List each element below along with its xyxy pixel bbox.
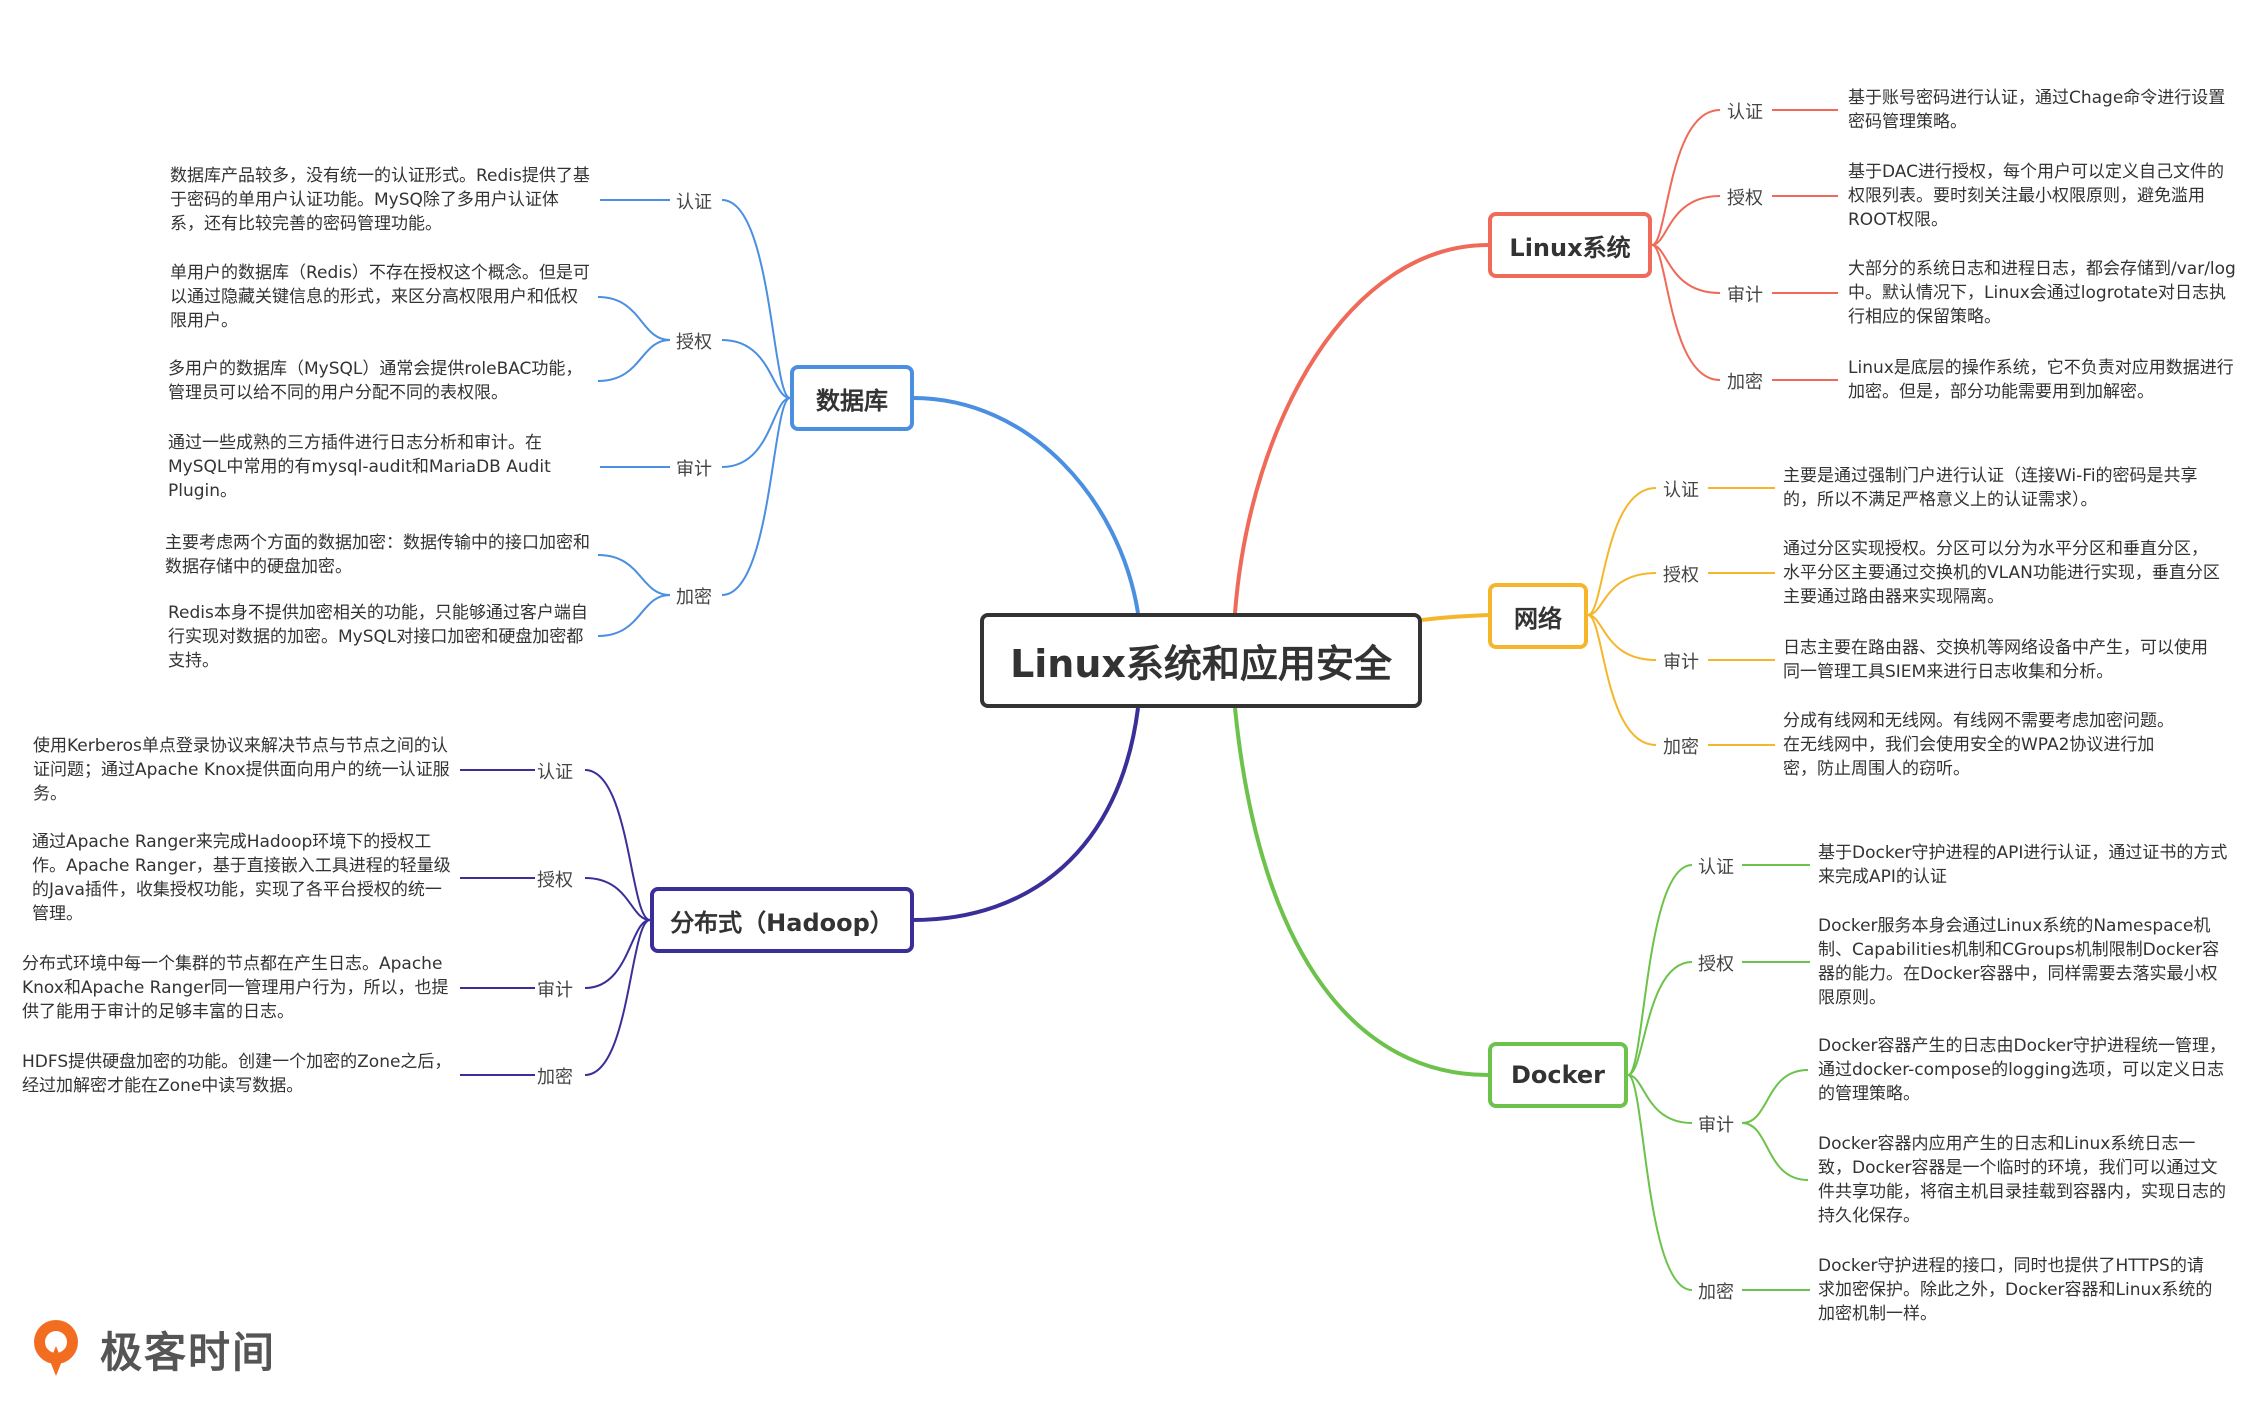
- connector-center-linux: [1233, 243, 1489, 614]
- database-audit-text: 通过一些成熟的三方插件进行日志分析和审计。在MySQL中常用的有mysql-au…: [168, 433, 551, 501]
- linux-auth-text: 基于账号密码进行认证，通过Chage命令进行设置密码管理策略。: [1848, 88, 2226, 132]
- connector-center-network: [1421, 613, 1489, 622]
- linux-audit-label[interactable]: 审计: [1727, 285, 1763, 306]
- network-auth-text: 主要是通过强制门户进行认证（连接Wi-Fi的密码是共享的，所以不满足严格意义上的…: [1783, 466, 2198, 510]
- hadoop-auth-label[interactable]: 认证: [537, 762, 573, 783]
- database-encrypt-label[interactable]: 加密: [676, 587, 712, 608]
- docker-authz-label[interactable]: 授权: [1698, 954, 1734, 975]
- network-encrypt-label[interactable]: 加密: [1663, 737, 1699, 758]
- network-audit-text: 日志主要在路由器、交换机等网络设备中产生，可以使用同一管理工具SIEM来进行日志…: [1783, 638, 2208, 682]
- database-authz-label[interactable]: 授权: [676, 332, 712, 353]
- hadoop-authz-text: 通过Apache Ranger来完成Hadoop环境下的授权工作。Apache …: [32, 832, 451, 924]
- geektime-logo: 极客时间: [30, 1318, 276, 1380]
- database-authz-text-1: 单用户的数据库（Redis）不存在授权这个概念。但是可以通过隐藏关键信息的形式，…: [170, 263, 590, 331]
- branch-linux[interactable]: Linux系统: [1488, 212, 1652, 278]
- connector-center-database: [912, 396, 1140, 614]
- branch-docker[interactable]: Docker: [1488, 1042, 1628, 1108]
- hadoop-authz-label[interactable]: 授权: [537, 870, 573, 891]
- database-authz-text-2: 多用户的数据库（MySQL）通常会提供roleBAC功能，管理员可以给不同的用户…: [168, 359, 583, 403]
- database-auth-label[interactable]: 认证: [676, 192, 712, 213]
- linux-encrypt-label[interactable]: 加密: [1727, 372, 1763, 393]
- network-auth-label[interactable]: 认证: [1663, 480, 1699, 501]
- hadoop-encrypt-text: HDFS提供硬盘加密的功能。创建一个加密的Zone之后，经过加解密才能在Zone…: [22, 1052, 452, 1096]
- hadoop-encrypt-label[interactable]: 加密: [537, 1067, 573, 1088]
- hadoop-audit-text: 分布式环境中每一个集群的节点都在产生日志。Apache Knox和Apache …: [22, 954, 449, 1022]
- linux-audit-text: 大部分的系统日志和进程日志，都会存储到/var/log中。默认情况下，Linux…: [1848, 259, 2236, 327]
- linux-auth-label[interactable]: 认证: [1727, 102, 1763, 123]
- hadoop-audit-label[interactable]: 审计: [537, 980, 573, 1001]
- database-encrypt-text-1: 主要考虑两个方面的数据加密：数据传输中的接口加密和数据存储中的硬盘加密。: [165, 533, 590, 577]
- hadoop-auth-text: 使用Kerberos单点登录协议来解决节点与节点之间的认证问题；通过Apache…: [33, 736, 450, 804]
- branch-hadoop[interactable]: 分布式（Hadoop）: [650, 887, 914, 953]
- database-encrypt-text-2: Redis本身不提供加密相关的功能，只能够通过客户端自行实现对数据的加密。MyS…: [168, 603, 588, 671]
- branch-database[interactable]: 数据库: [790, 365, 914, 431]
- database-audit-label[interactable]: 审计: [676, 459, 712, 480]
- docker-authz-text: Docker服务本身会通过Linux系统的Namespace机制、Capabil…: [1818, 916, 2220, 1008]
- docker-encrypt-text: Docker守护进程的接口，同时也提供了HTTPS的请求加密保护。除此之外，Do…: [1818, 1256, 2213, 1324]
- branch-network[interactable]: 网络: [1488, 583, 1588, 649]
- docker-audit-text-2: Docker容器内应用产生的日志和Linux系统日志一致，Docker容器是一个…: [1818, 1134, 2226, 1226]
- connector-center-docker: [1233, 707, 1489, 1077]
- linux-authz-label[interactable]: 授权: [1727, 188, 1763, 209]
- connector-center-hadoop: [912, 707, 1140, 922]
- linux-authz-text: 基于DAC进行授权，每个用户可以定义自己文件的权限列表。要时刻关注最小权限原则，…: [1848, 162, 2224, 230]
- database-auth-text: 数据库产品较多，没有统一的认证形式。Redis提供了基于密码的单用户认证功能。M…: [170, 166, 590, 234]
- center-node[interactable]: Linux系统和应用安全: [980, 613, 1422, 708]
- network-authz-label[interactable]: 授权: [1663, 565, 1699, 586]
- linux-encrypt-text: Linux是底层的操作系统，它不负责对应用数据进行加密。但是，部分功能需要用到加…: [1848, 358, 2234, 402]
- docker-audit-label[interactable]: 审计: [1698, 1115, 1734, 1136]
- network-encrypt-text: 分成有线网和无线网。有线网不需要考虑加密问题。在无线网中，我们会使用安全的WPA…: [1783, 711, 2174, 779]
- docker-auth-text: 基于Docker守护进程的API进行认证，通过证书的方式来完成API的认证: [1818, 843, 2228, 887]
- network-authz-text: 通过分区实现授权。分区可以分为水平分区和垂直分区，水平分区主要通过交换机的VLA…: [1783, 539, 2220, 607]
- logo-text: 极客时间: [100, 1327, 277, 1377]
- docker-audit-text-1: Docker容器产生的日志由Docker守护进程统一管理，通过docker-co…: [1818, 1036, 2227, 1104]
- docker-auth-label[interactable]: 认证: [1698, 857, 1734, 878]
- geektime-logo-icon: [30, 1316, 86, 1382]
- docker-encrypt-label[interactable]: 加密: [1698, 1282, 1734, 1303]
- network-audit-label[interactable]: 审计: [1663, 652, 1699, 673]
